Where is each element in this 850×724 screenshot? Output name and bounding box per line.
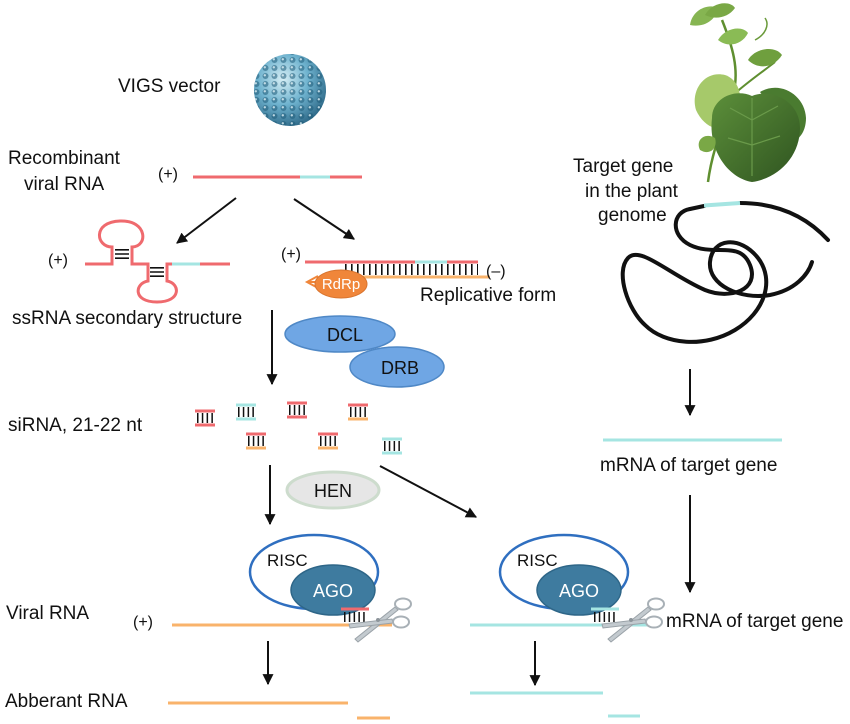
sirna-duplex (318, 432, 338, 450)
drb: DRB (349, 346, 445, 388)
replicative-form-label: Replicative form (420, 285, 556, 306)
ssrna-secondary-structure-label: ssRNA secondary structure (12, 308, 242, 329)
ago-label: AGO (559, 581, 599, 601)
rdrp-label: RdRp (322, 276, 360, 293)
recombinant-label-line1: Recombinant (8, 148, 121, 169)
hen: HEN (285, 470, 381, 510)
target-gene-label-line1: Target gene (573, 156, 673, 177)
recombinant-label-line2: viral RNA (24, 174, 105, 195)
plus-strand-sign: (+) (48, 252, 68, 269)
dcl-label: DCL (327, 325, 363, 345)
target-gene-label-line3: genome (598, 205, 667, 226)
risc-complex-viral: RISC AGO (248, 533, 380, 616)
drb-label: DRB (381, 358, 419, 378)
sirna-label: siRNA, 21-22 nt (8, 415, 143, 436)
arrow-to-replicative-form (293, 198, 355, 240)
risc-label: RISC (517, 551, 558, 570)
sirna-duplex (246, 432, 266, 450)
cleaved-viral-rna (168, 701, 390, 720)
sirna-duplex (236, 403, 256, 421)
sirna-duplex (382, 437, 402, 455)
viral-rna-label: Viral RNA (6, 603, 89, 624)
plant-genome (620, 201, 830, 344)
virus-particle-icon (254, 54, 326, 126)
arrow-to-ssrna (176, 197, 237, 244)
replicative-form (305, 260, 490, 279)
ssrna-secondary-structure (85, 219, 230, 304)
dcl: DCL (284, 315, 396, 353)
abberant-rna-label: Abberant RNA (5, 691, 128, 712)
vigs-vector-label: VIGS vector (118, 76, 221, 97)
plant-icon (690, 3, 806, 183)
plus-strand-sign: (+) (133, 614, 153, 631)
mrna-of-target-gene-label: mRNA of target gene (666, 611, 843, 632)
ago-label: AGO (313, 581, 353, 601)
plus-strand-sign: (+) (158, 166, 178, 183)
sirna-duplex (287, 401, 307, 419)
sirna-duplex (195, 409, 215, 427)
sirna-duplex (348, 403, 368, 421)
hen-label: HEN (314, 481, 352, 501)
arrow-to-risc-target (379, 465, 477, 518)
mrna-of-target-gene-label: mRNA of target gene (600, 455, 777, 476)
rdrp: RdRp (304, 269, 368, 299)
cleaved-target-mrna (470, 691, 640, 718)
target-gene-segment (703, 201, 741, 208)
risc-complex-target: RISC AGO (498, 533, 630, 616)
plus-strand-sign: (+) (281, 246, 301, 263)
target-gene-label-line2: in the plant (585, 181, 679, 202)
minus-strand-sign: (–) (486, 263, 506, 280)
risc-label: RISC (267, 551, 308, 570)
